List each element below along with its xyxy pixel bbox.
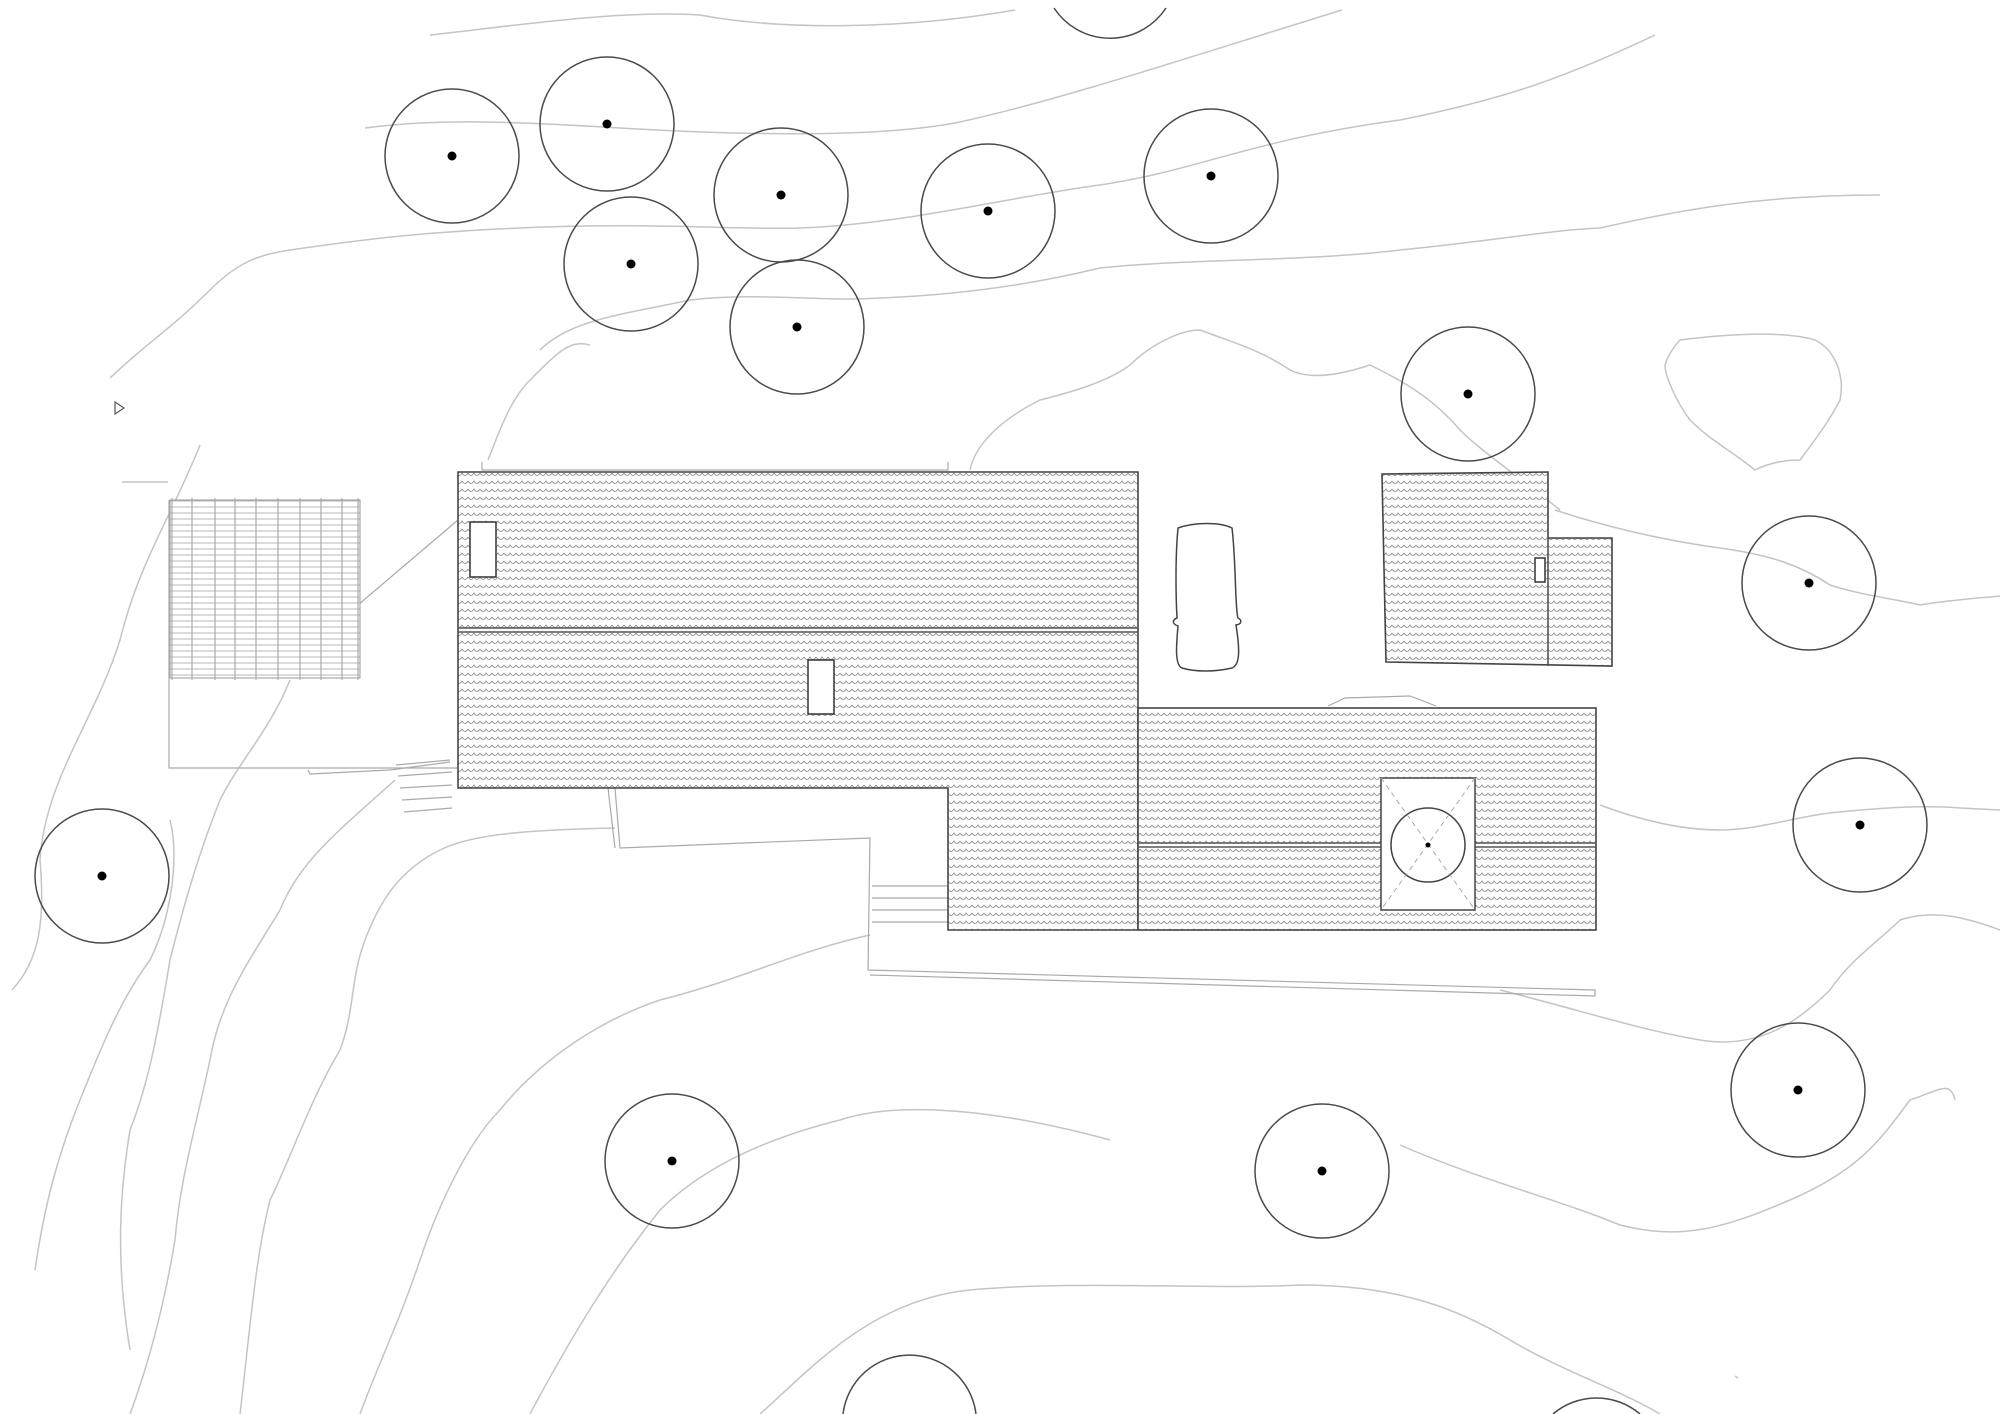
tree-canopy	[1053, 7, 1167, 39]
contour-line	[529, 1108, 1111, 1414]
timber-pergola	[169, 498, 361, 680]
paths	[168, 462, 1596, 997]
tree-canopy	[1552, 1397, 1641, 1414]
tiled-roof	[1137, 707, 1597, 931]
annex-roof	[1137, 707, 1597, 931]
tiled-roof	[1381, 471, 1613, 667]
tree-trunk	[667, 1156, 677, 1166]
contour-line	[119, 679, 291, 1351]
tiled-roof	[457, 471, 1139, 931]
contour-line	[1399, 1087, 1956, 1233]
tree-trunk	[776, 190, 786, 200]
contour-line	[1554, 509, 2000, 606]
contour-line	[11, 444, 201, 991]
tree-trunk	[1793, 1085, 1803, 1095]
contour-line	[129, 779, 396, 1414]
tree-canopy	[842, 1354, 977, 1414]
tree-canopy	[539, 56, 675, 192]
tree-trunk	[1463, 389, 1473, 399]
tree-trunk	[983, 206, 993, 216]
terrace-edge	[481, 462, 949, 471]
tree-canopy	[1400, 326, 1536, 462]
tree-canopy	[34, 808, 170, 944]
contour-line	[759, 1284, 1661, 1414]
tree-trunk	[626, 259, 636, 269]
tree-trunk	[1206, 171, 1216, 181]
contour-line	[487, 343, 591, 461]
tree-trunk	[792, 322, 802, 332]
tree-trunk	[1804, 578, 1814, 588]
contour-line	[1664, 333, 1842, 471]
terrace-edge	[168, 500, 458, 769]
contour-line	[1499, 914, 2000, 1043]
tree-canopy	[1254, 1103, 1390, 1239]
trees	[34, 7, 1928, 1414]
contour-line	[1599, 804, 2000, 831]
contour-line	[429, 9, 1016, 36]
tree-trunk	[602, 119, 612, 129]
contour-line	[1734, 1375, 1739, 1379]
tree-canopy	[729, 259, 865, 395]
tree-canopy	[1143, 108, 1279, 244]
terrace-edge	[357, 519, 459, 606]
contour-lines	[11, 9, 2000, 1414]
terrace-edge	[1327, 695, 1437, 707]
tree-trunk	[1317, 1166, 1327, 1176]
skylight	[469, 521, 497, 578]
tree-canopy	[713, 127, 849, 263]
tree-trunk	[97, 871, 107, 881]
tree-canopy	[384, 88, 520, 224]
tree-canopy	[604, 1093, 740, 1229]
contour-line	[359, 934, 871, 1414]
contour-line	[239, 827, 616, 1414]
tree-canopy	[1741, 515, 1877, 651]
contour-line	[364, 9, 1343, 135]
courtyard	[1380, 777, 1476, 911]
north-triangle-icon	[114, 400, 126, 416]
main-house-roof	[457, 471, 1139, 931]
tree-canopy	[1792, 757, 1928, 893]
terrace-edge	[307, 761, 451, 775]
walkway-edge	[614, 787, 1596, 997]
outbuilding-roof	[1381, 471, 1613, 667]
tree-trunk	[447, 151, 457, 161]
tree-canopy	[1730, 1022, 1866, 1158]
tree-canopy	[563, 196, 699, 332]
walkway-edge	[607, 787, 616, 849]
contour-line	[109, 34, 1656, 379]
skylight	[1534, 557, 1546, 583]
contour-line	[969, 329, 1561, 511]
tree-trunk	[1855, 820, 1865, 830]
parked-car	[1172, 522, 1242, 672]
contour-line	[539, 194, 1881, 351]
skylight	[807, 659, 835, 715]
contour-line	[34, 819, 175, 1271]
stairs	[395, 759, 948, 923]
tree-canopy	[920, 143, 1056, 279]
